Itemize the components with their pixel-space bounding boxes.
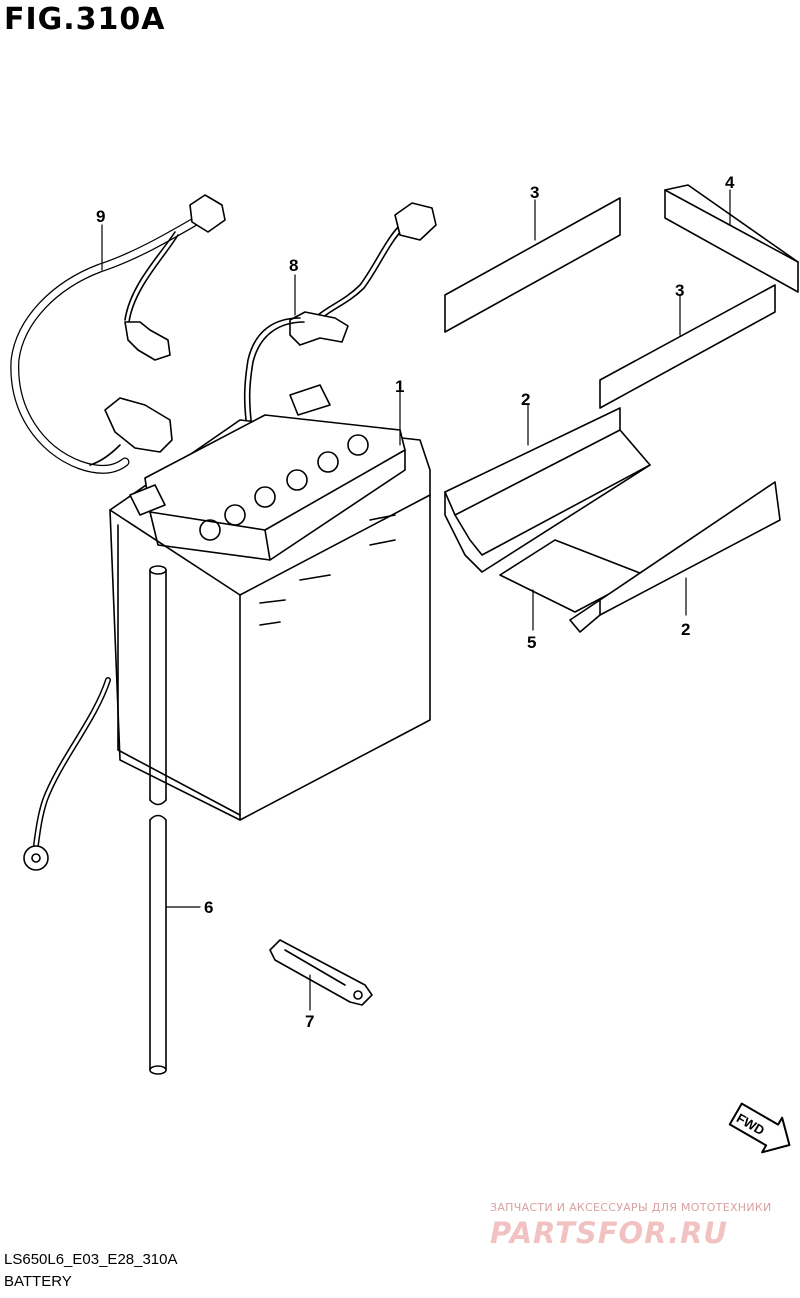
- part-8-sensor-lead[interactable]: [243, 202, 437, 421]
- figure-code: LS650L6_E03_E28_310A: [4, 1251, 178, 1268]
- part-3-pad-upper[interactable]: [444, 197, 621, 333]
- watermark-tagline: ЗАПЧАСТИ И АКСЕССУАРЫ ДЛЯ МОТОТЕХНИКИ: [490, 1201, 772, 1214]
- part-7-clamp[interactable]: [269, 939, 373, 1006]
- watermark-logo: PARTSFOR.RU: [490, 1216, 728, 1250]
- fwd-arrow: FWD: [728, 1102, 791, 1154]
- callout-3: 3: [530, 183, 539, 202]
- ground-lead[interactable]: [23, 677, 111, 871]
- callout-6: 6: [204, 898, 213, 917]
- callout-9: 9: [96, 207, 105, 226]
- part-3-pad-lower[interactable]: [599, 284, 776, 409]
- callout-2: 2: [521, 390, 530, 409]
- callout-labels: 1 2 2 3 3 4 5 6 7 8 9: [96, 173, 735, 1031]
- callout-5: 5: [527, 633, 536, 652]
- part-2-channel-left[interactable]: [444, 407, 651, 573]
- callout-2: 2: [681, 620, 690, 639]
- part-9-battery-cable[interactable]: [10, 194, 226, 474]
- callout-3: 3: [675, 281, 684, 300]
- figure-title: FIG.310A: [4, 2, 166, 37]
- part-4-pad[interactable]: [664, 184, 799, 293]
- callout-8: 8: [289, 256, 298, 275]
- figure-name: BATTERY: [4, 1273, 72, 1290]
- leader-lines: [101, 189, 731, 1011]
- callout-4: 4: [725, 173, 735, 192]
- callout-1: 1: [395, 377, 404, 396]
- part-1-battery[interactable]: [109, 384, 431, 821]
- part-2-channel-right[interactable]: [569, 481, 781, 633]
- part-6-breather-hose[interactable]: [149, 565, 167, 1075]
- callout-7: 7: [305, 1012, 314, 1031]
